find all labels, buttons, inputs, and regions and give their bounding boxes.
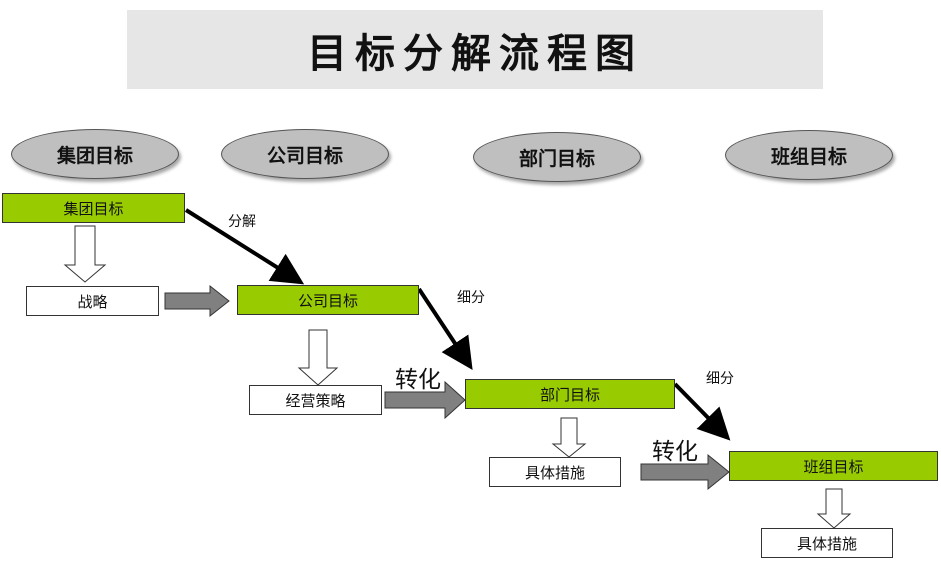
header-dept-goal: 部门目标 bbox=[473, 132, 641, 182]
box-dept-goal: 部门目标 bbox=[465, 379, 675, 409]
label-refine-1: 细分 bbox=[457, 290, 485, 306]
label-convert-1: 转化 bbox=[395, 367, 441, 393]
down-arrow-4 bbox=[816, 488, 852, 529]
down-arrow-3 bbox=[551, 417, 587, 458]
convert-arrow-1 bbox=[164, 284, 230, 318]
label-convert-2: 转化 bbox=[652, 439, 698, 465]
decompose-arrow bbox=[184, 208, 305, 285]
down-arrow-2 bbox=[297, 329, 339, 386]
header-team-goal: 班组目标 bbox=[725, 130, 893, 180]
label-decompose: 分解 bbox=[228, 214, 256, 230]
page-title: 目标分解流程图 bbox=[307, 29, 643, 77]
box-strategy: 战略 bbox=[26, 286, 159, 316]
box-business-strategy: 经营策略 bbox=[249, 385, 382, 415]
box-dept-measures: 具体措施 bbox=[489, 457, 621, 487]
header-company-goal: 公司目标 bbox=[221, 129, 389, 179]
refine-arrow-2 bbox=[673, 382, 731, 441]
convert-arrow-3 bbox=[640, 453, 730, 491]
convert-arrow-2 bbox=[384, 380, 466, 420]
label-refine-2: 细分 bbox=[706, 371, 734, 387]
box-team-goal: 班组目标 bbox=[729, 451, 938, 481]
box-company-goal: 公司目标 bbox=[237, 285, 419, 315]
box-team-measures: 具体措施 bbox=[761, 528, 893, 558]
header-group-goal: 集团目标 bbox=[11, 129, 179, 179]
box-group-goal: 集团目标 bbox=[2, 193, 185, 223]
title-bar: 目标分解流程图 bbox=[127, 10, 823, 89]
refine-arrow-1 bbox=[417, 287, 473, 371]
down-arrow-1 bbox=[63, 225, 107, 283]
